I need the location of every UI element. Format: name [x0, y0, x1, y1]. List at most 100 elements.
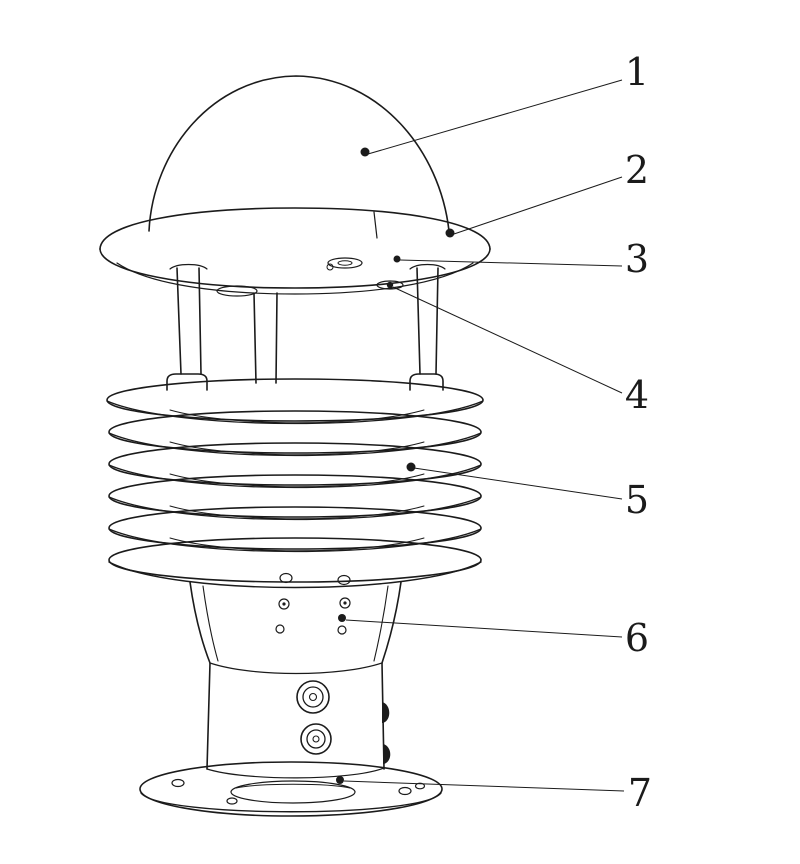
- leader-dot: [406, 462, 416, 472]
- dome-outline: [148, 75, 450, 232]
- cable-gland-center: [308, 692, 318, 702]
- right-pillar-foot: [409, 373, 444, 391]
- louver-gap-arc: [169, 441, 425, 456]
- callout-5: 5: [406, 462, 649, 522]
- cable-gland: [300, 723, 332, 755]
- flange-underside: [140, 792, 442, 813]
- leader-dot: [360, 147, 370, 157]
- flange-hole: [414, 782, 426, 790]
- callout-2: 2: [445, 148, 649, 238]
- middle-pillar-mount: [216, 285, 258, 297]
- cone-right-inner: [373, 585, 389, 662]
- right-pillar: [416, 267, 421, 375]
- cylinder-top-seam: [209, 662, 383, 675]
- leader-line: [343, 780, 625, 792]
- middle-pillar: [275, 292, 278, 384]
- cone-left-edge: [189, 581, 211, 664]
- leader-dot: [338, 614, 346, 622]
- louver-rim: [108, 442, 482, 486]
- side-connector: [382, 702, 390, 723]
- leader-dot: [445, 228, 455, 238]
- louver-gap-arc: [169, 409, 425, 424]
- leader-line: [345, 619, 623, 638]
- callout-label: 2: [625, 148, 649, 192]
- louver-stack: [106, 378, 484, 589]
- louver-gap-arc: [169, 505, 425, 520]
- louver-underside: [106, 400, 484, 425]
- base-flange: [139, 761, 443, 817]
- cap-ring-part: [99, 207, 491, 295]
- cable-gland-inner: [302, 686, 324, 708]
- louver-underside: [108, 464, 482, 489]
- callout-7: 7: [336, 771, 652, 815]
- sensor-dot: [326, 263, 334, 271]
- louver-underside: [108, 496, 482, 521]
- right-pillar: [435, 267, 439, 375]
- leader-dot: [393, 255, 401, 263]
- callout-label: 4: [625, 373, 649, 417]
- top-deck-sensors: [326, 257, 404, 290]
- leader-line: [453, 176, 623, 235]
- callout-3: 3: [393, 237, 649, 281]
- device-drawing: [99, 75, 491, 817]
- cone-hole: [337, 574, 351, 586]
- right-pillar-top: [409, 263, 446, 270]
- flange-inner-arc: [235, 783, 351, 789]
- louver-gap-arc: [169, 537, 425, 552]
- sensor-ring-inner: [337, 260, 353, 266]
- callout-label: 5: [625, 478, 649, 522]
- support-columns: [166, 263, 446, 391]
- leader-line: [392, 286, 623, 394]
- flange-hole: [226, 797, 238, 805]
- leader-line: [413, 467, 623, 500]
- left-pillar-top: [169, 263, 208, 270]
- louver-rim: [108, 506, 482, 550]
- callout-1: 1: [360, 50, 649, 157]
- left-pillar: [176, 267, 182, 375]
- callout-label: 3: [625, 237, 649, 281]
- callout-6: 6: [338, 614, 649, 660]
- cone-hole: [278, 598, 290, 610]
- sensor-ring: [327, 257, 363, 269]
- flange-hole: [171, 778, 185, 788]
- callout-label: 7: [628, 771, 652, 815]
- cone-hole-center: [343, 601, 347, 605]
- louver-rim: [106, 378, 484, 422]
- sensor-plate: [376, 280, 404, 290]
- flange-opening: [230, 780, 356, 804]
- callout-label: 1: [625, 50, 649, 94]
- cone-hole: [275, 624, 285, 634]
- body-cylinder: [206, 662, 391, 779]
- cone-right-edge: [381, 581, 402, 664]
- middle-pillar: [253, 292, 257, 384]
- dome-seam-line: [373, 211, 378, 239]
- flange-rim: [139, 761, 443, 817]
- louver-rim: [108, 410, 482, 454]
- bottom-plate-rim: [108, 537, 482, 583]
- callout-label: 6: [625, 616, 649, 660]
- cylinder-left-edge: [206, 662, 211, 770]
- louver-underside: [108, 528, 482, 553]
- cable-gland-center: [312, 735, 320, 743]
- callout-4: 4: [386, 281, 649, 417]
- cylinder-bottom-arc: [206, 767, 385, 779]
- louver-underside: [108, 432, 482, 457]
- cone-hole: [339, 597, 351, 609]
- cap-bottom-arc: [99, 248, 491, 289]
- side-connector: [383, 744, 391, 764]
- cone-section: [189, 572, 402, 664]
- louver-gap-arc: [169, 473, 425, 488]
- louver-rim: [108, 474, 482, 518]
- left-pillar: [198, 267, 202, 375]
- leader-dot: [336, 776, 344, 784]
- cable-gland: [296, 680, 330, 714]
- left-pillar-foot: [166, 373, 208, 391]
- leader-line: [399, 259, 623, 267]
- cone-hole: [279, 572, 293, 584]
- cone-left-inner: [202, 585, 219, 662]
- cap-underside-arc: [116, 262, 474, 295]
- cone-hole: [337, 625, 347, 635]
- cone-hole-center: [282, 602, 286, 606]
